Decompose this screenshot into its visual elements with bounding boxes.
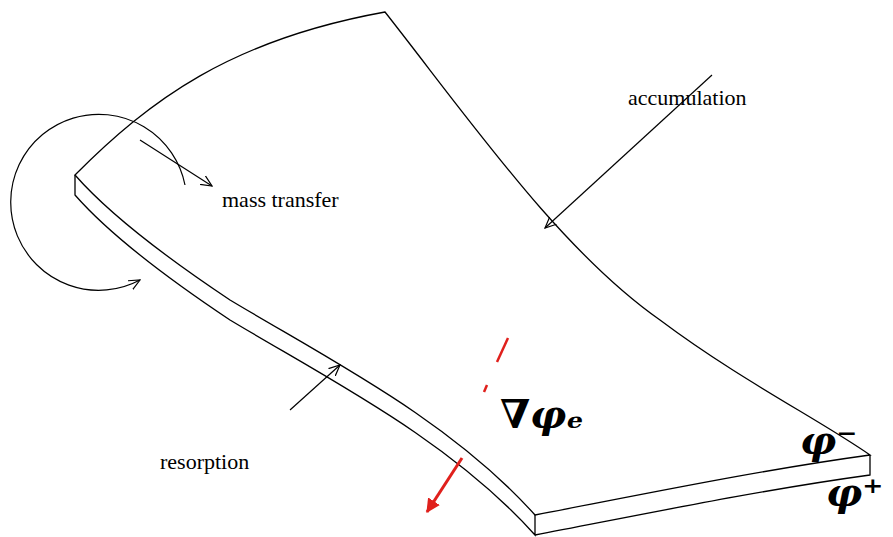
process-label: resorption <box>160 450 249 474</box>
gradient-arrow <box>427 458 462 512</box>
slab <box>75 12 870 535</box>
normal-dash <box>497 338 508 362</box>
process-label: accumulation <box>628 86 747 110</box>
potential-symbol: φ⁺ <box>826 470 883 514</box>
potential-symbol: φ⁻ <box>800 418 857 462</box>
resorption-arrow <box>290 365 340 410</box>
mass-transfer-arrow-end <box>140 140 212 186</box>
process-label: mass transfer <box>222 188 352 212</box>
normal-dash <box>484 385 487 392</box>
gradient-symbol: ∇φₑ <box>500 392 584 436</box>
mass-transfer-arrow <box>11 114 185 290</box>
